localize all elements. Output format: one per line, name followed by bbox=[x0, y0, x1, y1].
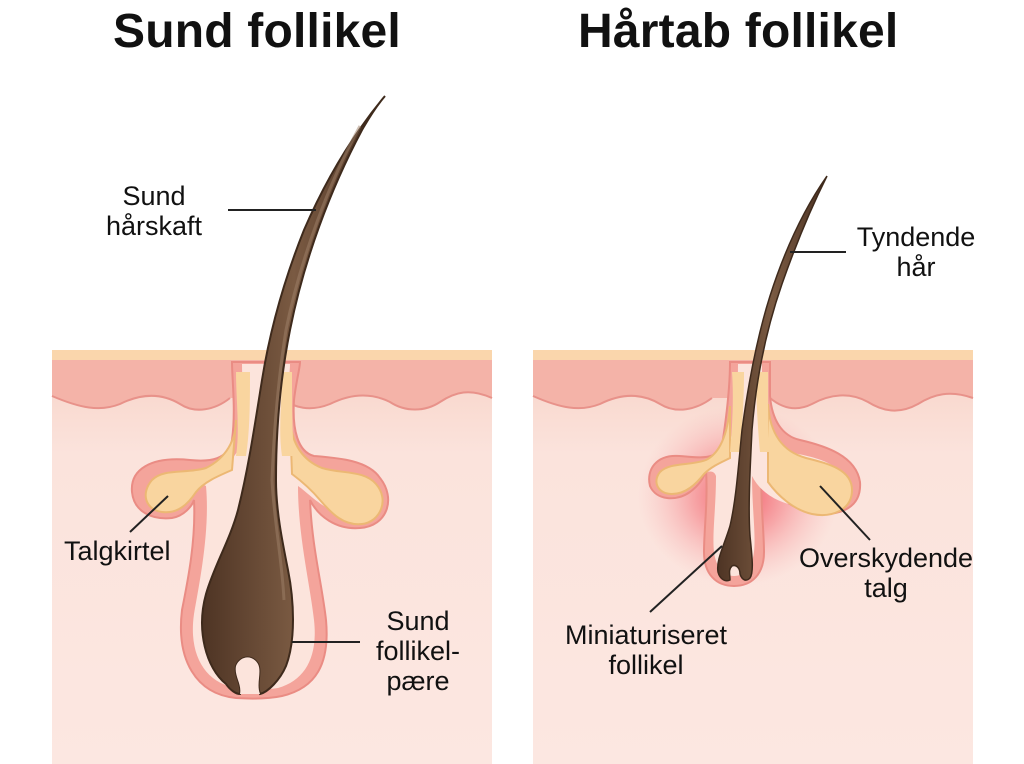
leader-gland bbox=[129, 495, 169, 533]
label-thinning-hair: Tyndende hår bbox=[856, 222, 976, 282]
label-healthy-shaft: Sund hårskaft bbox=[105, 181, 203, 241]
hair-shaft-thinning bbox=[716, 175, 828, 582]
label-healthy-papilla: Sund follikel- pære bbox=[375, 606, 461, 696]
sebaceous-gland-right bbox=[289, 419, 384, 526]
leader-excess-sebum bbox=[819, 485, 871, 541]
label-sebaceous-gland: Talgkirtel bbox=[64, 536, 171, 566]
panel-title-hair-loss: Hårtab follikel bbox=[578, 5, 899, 58]
leader-miniaturized bbox=[649, 545, 723, 613]
sebaceous-gland-left bbox=[144, 419, 237, 514]
hair-loss-follicle-panel bbox=[532, 175, 974, 764]
excess-sebaceous-gland bbox=[767, 403, 854, 516]
healthy-follicle-panel bbox=[51, 95, 493, 764]
label-excess-sebum: Overskydende talg bbox=[798, 543, 974, 603]
panel-title-healthy: Sund follikel bbox=[113, 5, 401, 58]
label-miniaturized-follicle: Miniaturiseret follikel bbox=[564, 620, 728, 680]
sebaceous-gland-small bbox=[655, 405, 731, 496]
